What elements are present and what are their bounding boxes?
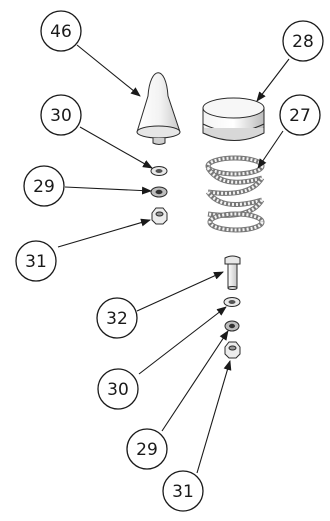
leader-27: [257, 130, 284, 169]
callout-32: 32: [96, 297, 138, 339]
leader-29-lower: [161, 330, 229, 432]
callout-31-lower: 31: [162, 470, 204, 512]
part-31-hex-nut-lower: [224, 341, 241, 359]
callout-28-label: 28: [292, 32, 314, 52]
callout-27-label: 27: [289, 106, 311, 126]
part-46-cone-knob: [136, 72, 181, 145]
leader-29-upper: [64, 186, 152, 195]
leader-32: [136, 271, 224, 312]
part-32-bolt: [224, 255, 241, 290]
callout-30-upper: 30: [40, 94, 82, 136]
leader-28: [256, 58, 290, 102]
callout-29-lower-label: 29: [136, 440, 158, 460]
leader-lines: [57, 44, 290, 474]
callout-32-label: 32: [106, 309, 128, 329]
leader-46: [76, 44, 141, 97]
part-29-lock-washer-upper: [150, 186, 168, 198]
leader-30-lower: [138, 306, 227, 375]
part-31-hex-nut-upper: [151, 207, 168, 225]
callout-29-upper: 29: [23, 165, 65, 207]
part-30-washer-lower: [223, 297, 241, 307]
callout-31-upper: 31: [15, 240, 57, 282]
callout-27: 27: [279, 94, 321, 136]
callout-31-lower-label: 31: [172, 482, 194, 502]
part-29-lock-washer-lower: [224, 320, 240, 332]
leader-30-upper: [79, 126, 153, 169]
part-30-washer-upper: [150, 166, 168, 176]
part-27-spring: [205, 155, 265, 233]
callout-30-lower-label: 30: [107, 380, 129, 400]
callout-29-lower: 29: [126, 428, 168, 470]
leader-31-lower: [196, 360, 232, 474]
leader-31-upper: [57, 218, 151, 248]
callout-46-label: 46: [50, 22, 72, 42]
callout-29-upper-label: 29: [33, 177, 55, 197]
callout-28: 28: [282, 20, 324, 62]
callout-30-upper-label: 30: [50, 106, 72, 126]
callout-30-lower: 30: [97, 368, 139, 410]
callout-46: 46: [40, 10, 82, 52]
part-28-cap: [202, 97, 265, 141]
callout-31-upper-label: 31: [25, 252, 47, 272]
